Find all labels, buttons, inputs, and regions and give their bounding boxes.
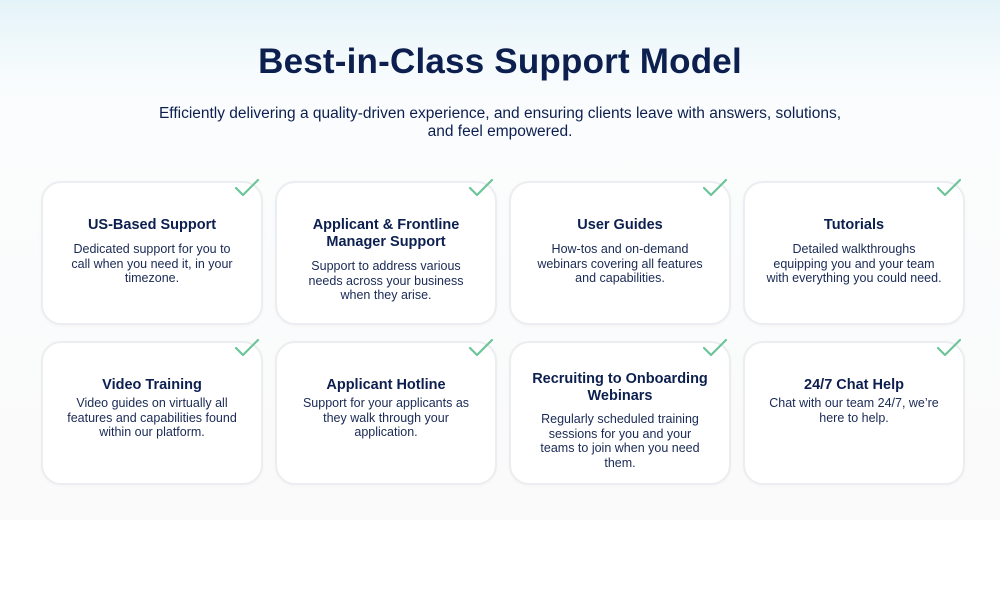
page-title: Best-in-Class Support Model bbox=[258, 42, 742, 81]
check-icon bbox=[234, 338, 260, 357]
check-icon bbox=[702, 178, 728, 197]
card-title: Video Training bbox=[102, 377, 202, 393]
check-icon bbox=[936, 338, 962, 357]
check-icon bbox=[468, 338, 494, 357]
card-title: Applicant & Frontline Manager Support bbox=[312, 217, 460, 250]
card-title: Applicant Hotline bbox=[326, 377, 446, 393]
card-title: User Guides bbox=[577, 217, 663, 233]
card-title: US-Based Support bbox=[87, 217, 217, 233]
card-title: Tutorials bbox=[823, 217, 885, 233]
support-card-applicant-frontline: Applicant & Frontline Manager Support Su… bbox=[275, 178, 497, 325]
card-description: Detailed walkthroughs equipping you and … bbox=[766, 242, 942, 285]
card-description: Chat with our team 24/7, we’re here to h… bbox=[769, 396, 939, 425]
support-card-recruiting-webinars: Recruiting to Onboarding Webinars Regula… bbox=[509, 338, 731, 485]
check-icon bbox=[702, 338, 728, 357]
card-title: Recruiting to Onboarding Webinars bbox=[532, 371, 708, 404]
card-description: Support to address various needs across … bbox=[308, 259, 464, 302]
card-description: Regularly scheduled training sessions fo… bbox=[540, 412, 700, 470]
card-description: Video guides on virtually all features a… bbox=[67, 396, 237, 439]
check-icon bbox=[468, 178, 494, 197]
check-icon bbox=[234, 178, 260, 197]
support-card-user-guides: User Guides How-tos and on-demand webina… bbox=[509, 178, 731, 325]
support-card-tutorials: Tutorials Detailed walkthroughs equippin… bbox=[743, 178, 965, 325]
card-description: Support for your applicants as they walk… bbox=[302, 396, 470, 439]
card-title: 24/7 Chat Help bbox=[804, 377, 904, 393]
check-icon bbox=[936, 178, 962, 197]
card-description: How-tos and on-demand webinars covering … bbox=[537, 242, 703, 285]
support-card-applicant-hotline: Applicant Hotline Support for your appli… bbox=[275, 338, 497, 485]
support-card-video-training: Video Training Video guides on virtually… bbox=[41, 338, 263, 485]
support-card-us-based: US-Based Support Dedicated support for y… bbox=[41, 178, 263, 325]
support-card-chat-help: 24/7 Chat Help Chat with our team 24/7, … bbox=[743, 338, 965, 485]
support-model-section: Best-in-Class Support Model Efficiently … bbox=[0, 0, 1000, 520]
card-description: Dedicated support for you to call when y… bbox=[71, 242, 233, 285]
page-subtitle: Efficiently delivering a quality-driven … bbox=[158, 105, 842, 140]
